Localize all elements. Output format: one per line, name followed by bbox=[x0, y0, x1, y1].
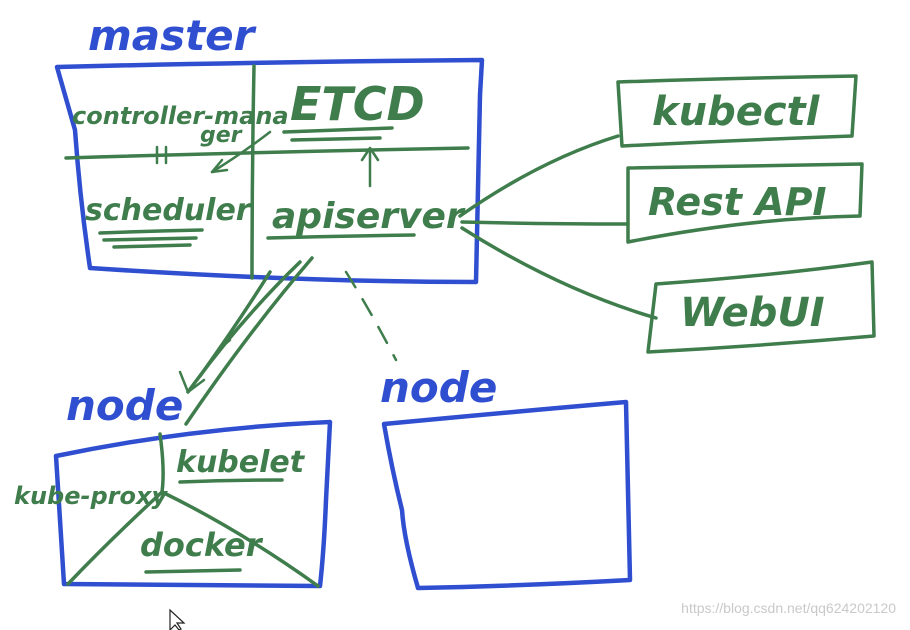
etcd-underline-1 bbox=[282, 126, 394, 134]
apiserver-to-left-node-line-3 bbox=[198, 270, 272, 378]
scheduler-label: scheduler bbox=[85, 193, 253, 228]
left-node-divider-left bbox=[66, 490, 164, 586]
kubelet-underline bbox=[178, 478, 284, 484]
mouse-cursor-icon bbox=[169, 608, 186, 630]
apiserver-underline bbox=[266, 233, 416, 240]
rest-api-box bbox=[626, 162, 864, 244]
etcd-label: ETCD bbox=[290, 77, 425, 131]
rest-api-label: Rest API bbox=[648, 180, 827, 224]
kubectl-box bbox=[616, 74, 858, 148]
kube-proxy-label: kube-proxy bbox=[14, 482, 168, 510]
apiserver-to-left-node-line-1 bbox=[186, 260, 302, 394]
arrow-apiserver-to-controller-head bbox=[210, 158, 229, 174]
docker-underline bbox=[144, 568, 242, 574]
web-ui-label: WebUI bbox=[680, 290, 825, 336]
apiserver-to-right-node-dashed-line bbox=[344, 270, 398, 362]
watermark: https://blog.csdn.net/qq624202120 bbox=[681, 600, 896, 616]
right-node-box bbox=[381, 399, 633, 591]
etcd-underline-2 bbox=[290, 136, 382, 142]
left-node-arrowhead-dash bbox=[216, 338, 232, 352]
scheduler-underline-1 bbox=[98, 228, 204, 235]
scheduler-underline-3 bbox=[112, 243, 192, 249]
master-box bbox=[54, 57, 485, 285]
controller-manager-label-line2: ger bbox=[200, 123, 243, 148]
apiserver-to-left-node-arrowhead bbox=[178, 370, 206, 394]
left-node-box bbox=[53, 419, 333, 589]
left-node-divider-right bbox=[160, 490, 320, 588]
right-node-label: node bbox=[380, 363, 497, 412]
apiserver-to-rest-api-line bbox=[460, 220, 630, 226]
arrow-apiserver-to-controller bbox=[210, 130, 272, 174]
master-horizontal-divider bbox=[64, 146, 470, 160]
controller-manager-label-line1: controller-mana bbox=[72, 102, 289, 130]
kubectl-label: kubectl bbox=[652, 89, 821, 135]
master-vertical-divider bbox=[250, 64, 256, 280]
web-ui-box bbox=[646, 260, 876, 354]
kubelet-label: kubelet bbox=[176, 445, 306, 480]
apiserver-label: apiserver bbox=[272, 196, 466, 237]
master-label: master bbox=[88, 11, 257, 60]
arrow-apiserver-to-etcd-head bbox=[360, 146, 380, 162]
apiserver-to-left-node-line-2 bbox=[184, 256, 314, 426]
apiserver-to-web-ui-line bbox=[460, 226, 658, 320]
docker-label: docker bbox=[140, 526, 264, 564]
left-node-label: node bbox=[66, 381, 183, 430]
left-node-divider-top bbox=[158, 432, 165, 494]
apiserver-to-kubectl-line bbox=[458, 134, 620, 218]
scheduler-underline-2 bbox=[102, 236, 198, 242]
